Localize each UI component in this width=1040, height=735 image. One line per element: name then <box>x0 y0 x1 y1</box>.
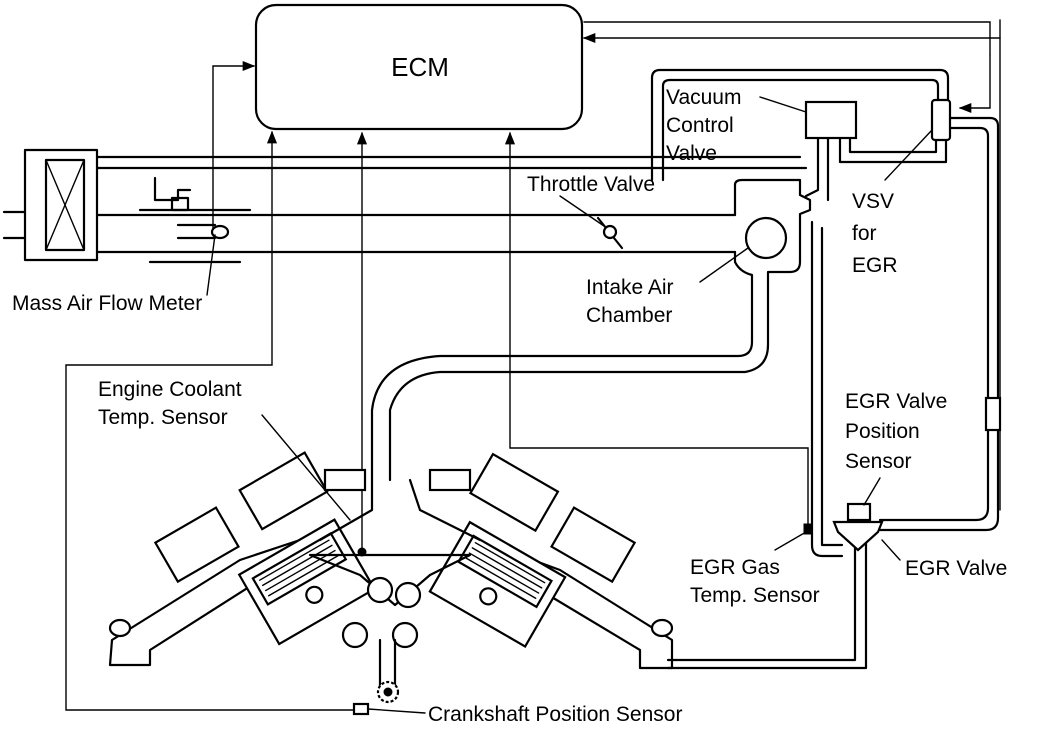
intake-pipe <box>95 155 808 254</box>
label-egr-valve-position-3: Sensor <box>845 450 912 473</box>
egr-piping <box>666 220 868 670</box>
labels: Mass Air Flow Meter Vacuum Control Valve… <box>12 86 1007 726</box>
ecm-label: ECM <box>391 52 449 82</box>
signal-wires <box>65 19 1001 711</box>
intake-air-chamber <box>370 178 812 482</box>
air-cleaner <box>2 148 99 262</box>
label-vacuum-control-valve-2: Control <box>666 114 734 137</box>
label-egr-valve-position-1: EGR Valve <box>845 390 947 413</box>
mass-air-flow-meter <box>138 176 252 296</box>
label-vacuum-control-valve-1: Vacuum <box>666 86 741 109</box>
label-intake-air-chamber-2: Chamber <box>586 304 672 327</box>
label-vsv-3: EGR <box>852 254 898 277</box>
crankshaft-position-sensor <box>352 680 426 716</box>
label-egr-gas-temp-1: EGR Gas <box>690 556 780 579</box>
label-vacuum-control-valve-3: Valve <box>666 142 717 165</box>
label-crankshaft-position-sensor: Crankshaft Position Sensor <box>428 703 682 726</box>
label-mass-air-flow-meter: Mass Air Flow Meter <box>12 292 202 315</box>
egr-gas-temp-sensor <box>774 523 813 551</box>
label-vsv-2: for <box>852 222 877 245</box>
label-egr-valve: EGR Valve <box>905 557 1007 580</box>
label-engine-coolant-1: Engine Coolant <box>98 378 242 401</box>
vsv-for-egr <box>884 98 952 181</box>
egr-valve <box>832 477 901 561</box>
ecm-box: ECM <box>254 3 584 131</box>
vacuum-control-valve <box>759 96 858 140</box>
label-engine-coolant-2: Temp. Sensor <box>98 406 228 429</box>
throttle-valve <box>559 195 624 250</box>
label-egr-gas-temp-2: Temp. Sensor <box>690 584 820 607</box>
label-throttle-valve: Throttle Valve <box>527 173 655 196</box>
label-egr-valve-position-2: Position <box>845 420 920 443</box>
label-vsv-1: VSV <box>852 190 894 213</box>
vacuum-hoses <box>650 68 1002 532</box>
label-intake-air-chamber-1: Intake Air <box>586 276 674 299</box>
